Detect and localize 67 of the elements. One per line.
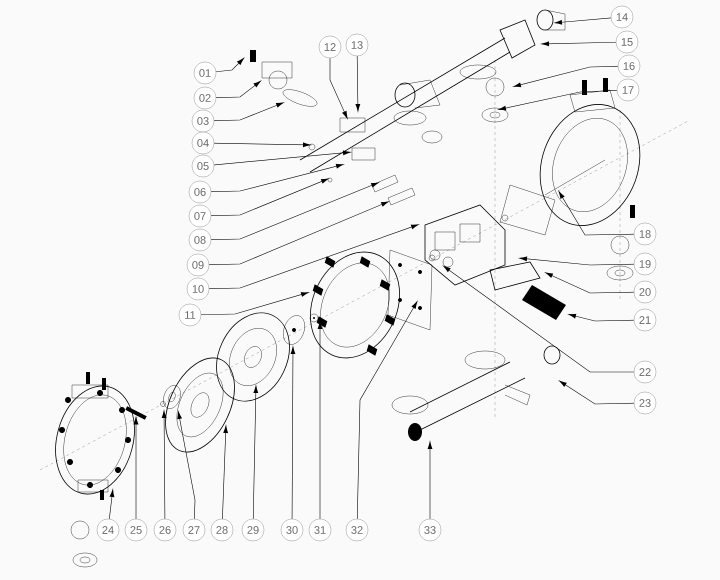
leader-line — [208, 201, 389, 266]
leader-line — [216, 80, 261, 98]
callout-number: 13 — [346, 34, 368, 56]
callout-number: 17 — [616, 78, 640, 102]
leader-line — [214, 150, 351, 166]
leader-line — [216, 58, 244, 72]
leader-line — [519, 256, 634, 266]
callout-number: 31 — [308, 518, 332, 542]
callout-number: 06 — [188, 180, 212, 204]
callout-number: 24 — [96, 518, 120, 542]
callout-number: 33 — [418, 518, 442, 542]
leader-line — [356, 301, 418, 520]
leader-line — [541, 41, 616, 46]
leader-line — [210, 178, 329, 216]
leader-line — [318, 321, 322, 520]
leader-line — [222, 425, 228, 520]
leader-line — [200, 292, 309, 316]
callout-number: 01 — [194, 62, 216, 84]
leader-line — [214, 142, 311, 148]
callout-number: 20 — [634, 280, 656, 304]
callout-number: 21 — [634, 308, 656, 332]
callout-number: 18 — [634, 222, 656, 246]
callout-number: 16 — [618, 54, 640, 78]
leader-line — [162, 410, 166, 520]
callout-number: 12 — [318, 36, 342, 58]
leader-line — [443, 266, 634, 372]
callout-number: 19 — [634, 252, 656, 276]
leader-line — [210, 164, 344, 192]
leader-line — [290, 346, 296, 520]
callout-number: 15 — [616, 30, 638, 54]
leader-line — [252, 385, 258, 520]
callout-number: 22 — [634, 360, 656, 384]
leader-line — [330, 58, 348, 119]
callout-number: 03 — [192, 110, 214, 132]
leader-line — [498, 90, 618, 110]
leader-line — [545, 272, 634, 294]
leader-line — [134, 416, 138, 520]
callout-number: 32 — [346, 518, 368, 542]
callout-number: 26 — [154, 518, 176, 542]
callout-number: 28 — [210, 518, 234, 542]
callout-number: 08 — [188, 228, 212, 252]
leader-line — [210, 182, 379, 240]
callout-number: 14 — [610, 6, 634, 28]
callout-number: 04 — [192, 132, 214, 154]
leader-line — [554, 18, 612, 25]
leader-line — [208, 224, 419, 290]
leader-line — [513, 66, 618, 88]
callout-number: 09 — [186, 254, 210, 276]
leader-line — [214, 102, 284, 121]
callout-number: 10 — [186, 278, 210, 300]
callout-number: 30 — [280, 518, 304, 542]
leader-line — [559, 380, 634, 404]
callout-number: 11 — [178, 304, 202, 326]
leader-line — [109, 489, 114, 520]
callout-number: 25 — [124, 518, 148, 542]
leader-line — [428, 441, 432, 520]
callout-number: 05 — [192, 154, 214, 178]
bolt-drawing — [125, 406, 147, 420]
callout-number: 02 — [194, 86, 216, 110]
leader-line — [177, 411, 196, 520]
leader-line — [568, 314, 634, 322]
callout-number: 27 — [182, 518, 206, 542]
leader-line — [356, 56, 360, 112]
leader-line — [558, 191, 634, 236]
callout-number: 07 — [188, 204, 212, 228]
callout-number: 29 — [242, 518, 264, 542]
callout-number: 23 — [634, 392, 656, 414]
